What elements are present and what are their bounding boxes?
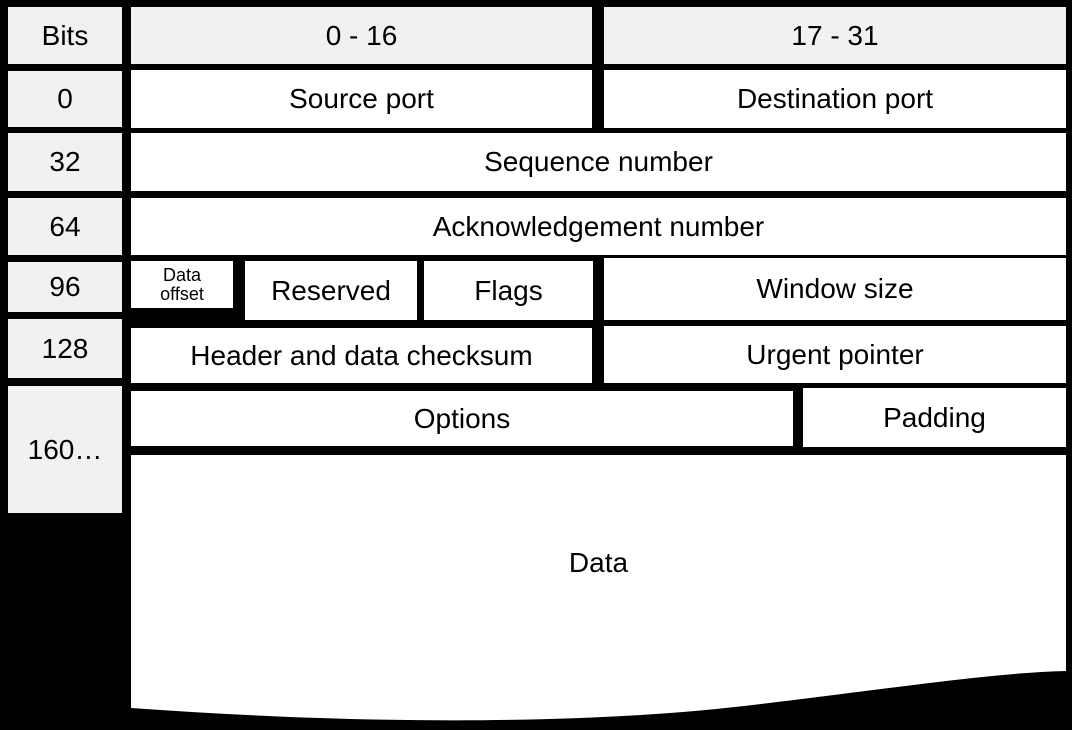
field-options: Options — [131, 391, 793, 446]
bit-offset-128: 128 — [8, 319, 122, 378]
field-data-offset: Data offset — [131, 261, 233, 308]
field-data-offset-label: Data offset — [160, 264, 204, 304]
field-flags: Flags — [424, 261, 593, 320]
field-padding: Padding — [803, 388, 1066, 447]
bit-offset-32: 32 — [8, 133, 122, 191]
field-data: Data — [131, 455, 1066, 727]
field-urgent-pointer: Urgent pointer — [604, 326, 1066, 383]
field-window-size: Window size — [604, 258, 1066, 320]
field-sequence-number: Sequence number — [131, 133, 1066, 191]
field-checksum: Header and data checksum — [131, 328, 592, 383]
field-reserved: Reserved — [245, 261, 417, 320]
bit-offset-64: 64 — [8, 198, 122, 255]
data-field-wave-shape — [131, 455, 1066, 721]
field-destination-port: Destination port — [604, 70, 1066, 128]
bit-offset-96: 96 — [8, 262, 122, 312]
column-header-17-31: 17 - 31 — [604, 7, 1066, 64]
field-data-label: Data — [568, 547, 629, 578]
field-acknowledgement-number: Acknowledgement number — [131, 198, 1066, 255]
bit-offset-160: 160… — [8, 386, 122, 513]
column-header-0-16: 0 - 16 — [131, 7, 592, 64]
field-source-port: Source port — [131, 70, 592, 128]
bit-offset-0: 0 — [8, 71, 122, 127]
bits-corner-label: Bits — [8, 7, 122, 64]
